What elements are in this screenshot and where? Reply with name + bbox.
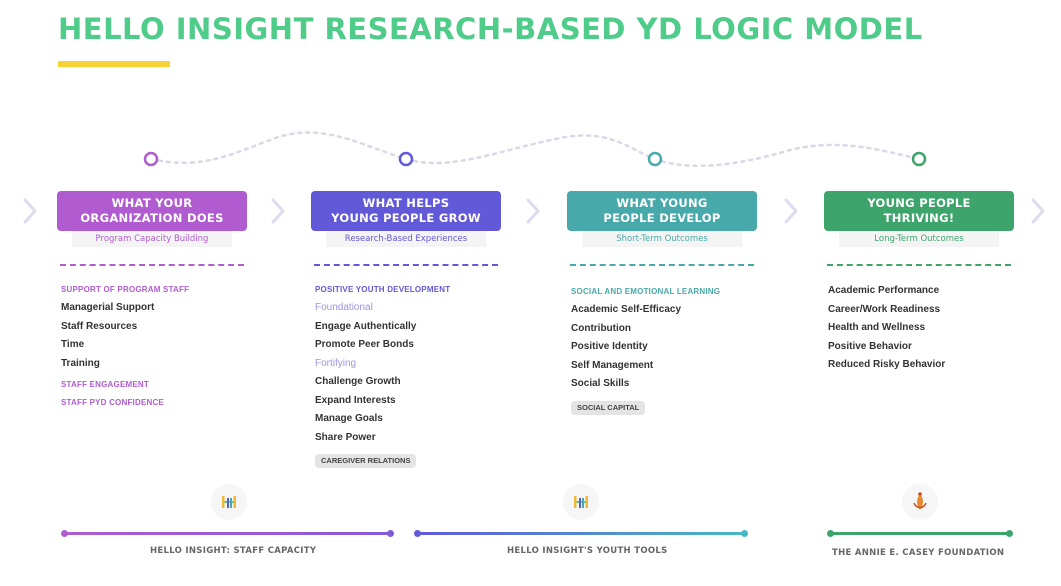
- category-label: STAFF PYD CONFIDENCE: [61, 398, 164, 407]
- footer-line-staff-capacity: [63, 532, 392, 535]
- column-subtitle: Long-Term Outcomes: [839, 231, 999, 247]
- subgroup-label: Fortifying: [315, 357, 357, 369]
- list-item: Managerial Support: [61, 302, 155, 313]
- column-subtitle: Program Capacity Building: [72, 231, 232, 247]
- list-item: Reduced Risky Behavior: [828, 359, 946, 370]
- chevron-right-icon: [526, 198, 540, 224]
- milestone-circle-2: [398, 151, 414, 167]
- list-item: Engage Authentically: [315, 320, 417, 332]
- list-item: Positive Identity: [571, 341, 648, 352]
- chevron-right-icon: [784, 198, 798, 224]
- list-item: Career/Work Readiness: [828, 303, 941, 315]
- list-item: Share Power: [315, 431, 376, 443]
- footer-label-youth-tools: HELLO INSIGHT'S YOUTH TOOLS: [507, 546, 668, 556]
- annie-e-casey-logo-icon: [902, 484, 938, 520]
- footer-line-endpoint: [414, 530, 421, 537]
- column-subtitle: Short-Term Outcomes: [582, 231, 742, 247]
- footer-line-casey: [830, 532, 1010, 535]
- hello-insight-logo-icon: [563, 484, 599, 520]
- milestone-circle-3: [647, 151, 663, 167]
- badge-social-capital: SOCIAL CAPITAL: [571, 400, 646, 415]
- list-item: Positive Behavior: [828, 340, 912, 352]
- chevron-right-icon: [1031, 198, 1045, 224]
- column-4-items: Academic Performance Career/Work Readine…: [828, 282, 945, 375]
- footer-line-endpoint: [1006, 530, 1013, 537]
- title-underline: [58, 61, 170, 67]
- column-divider: [314, 264, 498, 266]
- footer-label-staff-capacity: HELLO INSIGHT: STAFF CAPACITY: [150, 546, 317, 556]
- category-label: STAFF ENGAGEMENT: [61, 380, 149, 389]
- list-item: Social Skills: [571, 378, 630, 389]
- list-item: Academic Performance: [828, 285, 940, 296]
- list-item: Challenge Growth: [315, 376, 401, 387]
- badge-caregiver-relations: CAREGIVER RELATIONS: [315, 454, 417, 468]
- footer-line-endpoint: [61, 530, 68, 537]
- list-item: Manage Goals: [315, 413, 383, 424]
- list-item: Academic Self-Efficacy: [571, 304, 682, 315]
- footer-label-casey-foundation: THE ANNIE E. CASEY FOUNDATION: [832, 548, 1005, 558]
- column-3-items: SOCIAL AND EMOTIONAL LEARNING Academic S…: [571, 283, 720, 415]
- list-item: Self Management: [571, 359, 654, 371]
- column-2-items: POSITIVE YOUTH DEVELOPMENT Foundational …: [315, 281, 450, 468]
- subgroup-label: Foundational: [315, 302, 373, 313]
- column-divider: [570, 264, 754, 266]
- footer-line-endpoint: [827, 530, 834, 537]
- list-item: Staff Resources: [61, 320, 138, 332]
- list-item: Time: [61, 339, 85, 350]
- hello-insight-logo-icon: [211, 484, 247, 520]
- list-item: Expand Interests: [315, 394, 396, 406]
- milestone-circle-4: [911, 151, 927, 167]
- progress-wave: [143, 131, 927, 168]
- list-item: Contribution: [571, 322, 631, 334]
- page-title: HELLO INSIGHT RESEARCH-BASED YD LOGIC MO…: [58, 12, 923, 46]
- list-item: Health and Wellness: [828, 322, 926, 333]
- category-label: POSITIVE YOUTH DEVELOPMENT: [315, 285, 451, 294]
- list-item: Promote Peer Bonds: [315, 339, 414, 350]
- column-subtitle: Research-Based Experiences: [326, 231, 486, 247]
- footer-line-endpoint: [387, 530, 394, 537]
- category-label: SUPPORT OF PROGRAM STAFF: [61, 285, 190, 294]
- column-1-items: SUPPORT OF PROGRAM STAFF Managerial Supp…: [61, 281, 189, 412]
- category-label: SOCIAL AND EMOTIONAL LEARNING: [571, 287, 721, 296]
- footer-line-endpoint: [741, 530, 748, 537]
- milestone-circle-1: [143, 151, 159, 167]
- footer-line-youth-tools: [416, 532, 746, 535]
- column-divider: [827, 264, 1011, 266]
- list-item: Training: [61, 357, 100, 369]
- column-divider: [60, 264, 244, 266]
- chevron-right-icon: [23, 198, 37, 224]
- chevron-right-icon: [271, 198, 285, 224]
